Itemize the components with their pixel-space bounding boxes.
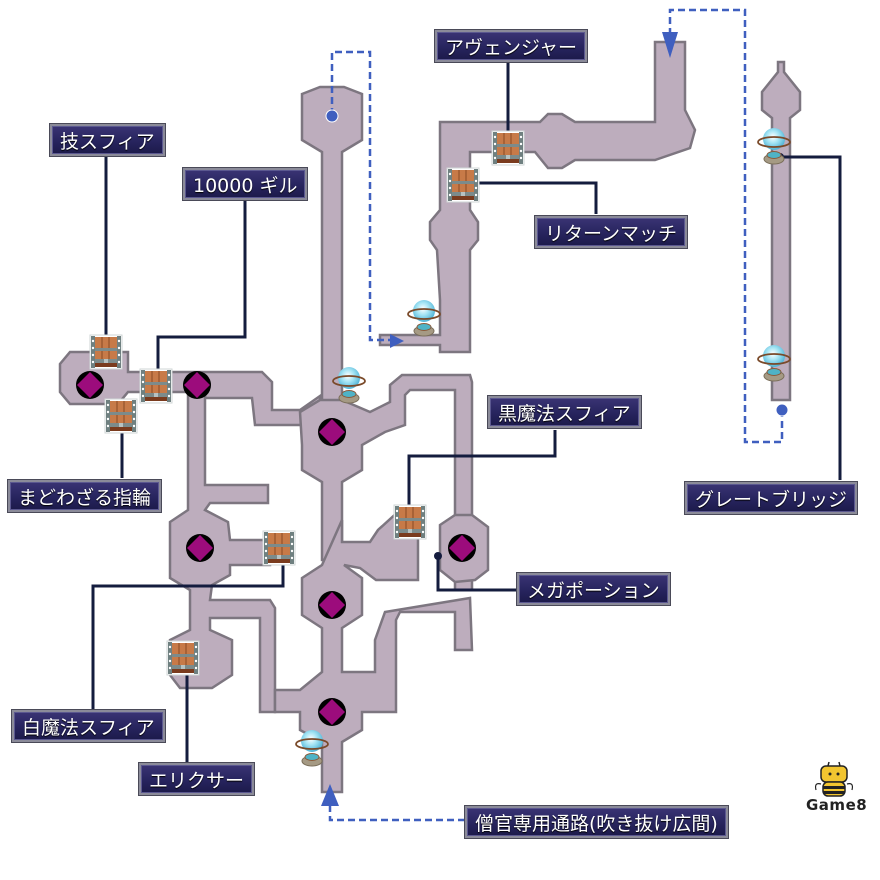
route-arrowhead-east [390,334,404,348]
treasure-chest-icon[interactable] [393,504,427,540]
label-gil: 10000 ギル [181,167,309,201]
label-return-match: リターンマッチ [533,215,689,249]
route-tower-to-avenger [330,50,392,342]
great-bridge [760,60,802,402]
route-arrowhead-south [662,32,678,58]
corridor-west-trunk [168,390,277,714]
route-lines [321,8,789,822]
encounter-diamond-icon [318,418,346,446]
treasure-chest-icon[interactable] [139,368,173,404]
treasure-chest-icon[interactable] [446,167,480,203]
tower-north [300,85,364,404]
label-waza-sphere: 技スフィア [49,123,166,157]
encounter-diamond-icon [318,591,346,619]
label-great-bridge: グレートブリッジ [683,481,859,515]
encounter-diamond-icon [183,371,211,399]
label-monk-passage: 僧官専用通路(吹き抜け広間) [464,805,729,839]
label-black-magic-sphere: 黒魔法スフィア [487,395,642,429]
treasure-chest-icon[interactable] [89,334,123,370]
route-start-dot-tower [325,109,339,123]
corridor-avenger [378,40,697,354]
encounter-diamond-icon [318,698,346,726]
treasure-chest-icon[interactable] [262,530,296,566]
label-elixir: エリクサー [137,762,256,796]
treasure-chest-icon[interactable] [104,398,138,434]
encounter-diamond-icon [448,534,476,562]
corridors [58,40,802,794]
route-arrowhead-north [321,784,339,806]
encounter-diamond-icon [76,371,104,399]
game8-logo-icon [814,761,854,797]
treasure-chest-icon[interactable] [491,130,525,166]
game8-logo-text: Game8 [806,796,868,814]
route-start-dot-bridge [775,403,789,417]
label-madowazaru-ring: まどわざる指輪 [6,479,163,513]
label-white-magic-sphere: 白魔法スフィア [11,709,166,743]
encounter-diamond-icon [186,534,214,562]
label-avenger: アヴェンジャー [433,29,589,63]
label-mega-potion: メガポーション [516,572,671,606]
save-sphere-icon[interactable] [407,299,441,337]
route-bridge-to-avenger [668,8,784,444]
route-passage-entry [328,800,465,822]
treasure-chest-icon[interactable] [166,640,200,676]
